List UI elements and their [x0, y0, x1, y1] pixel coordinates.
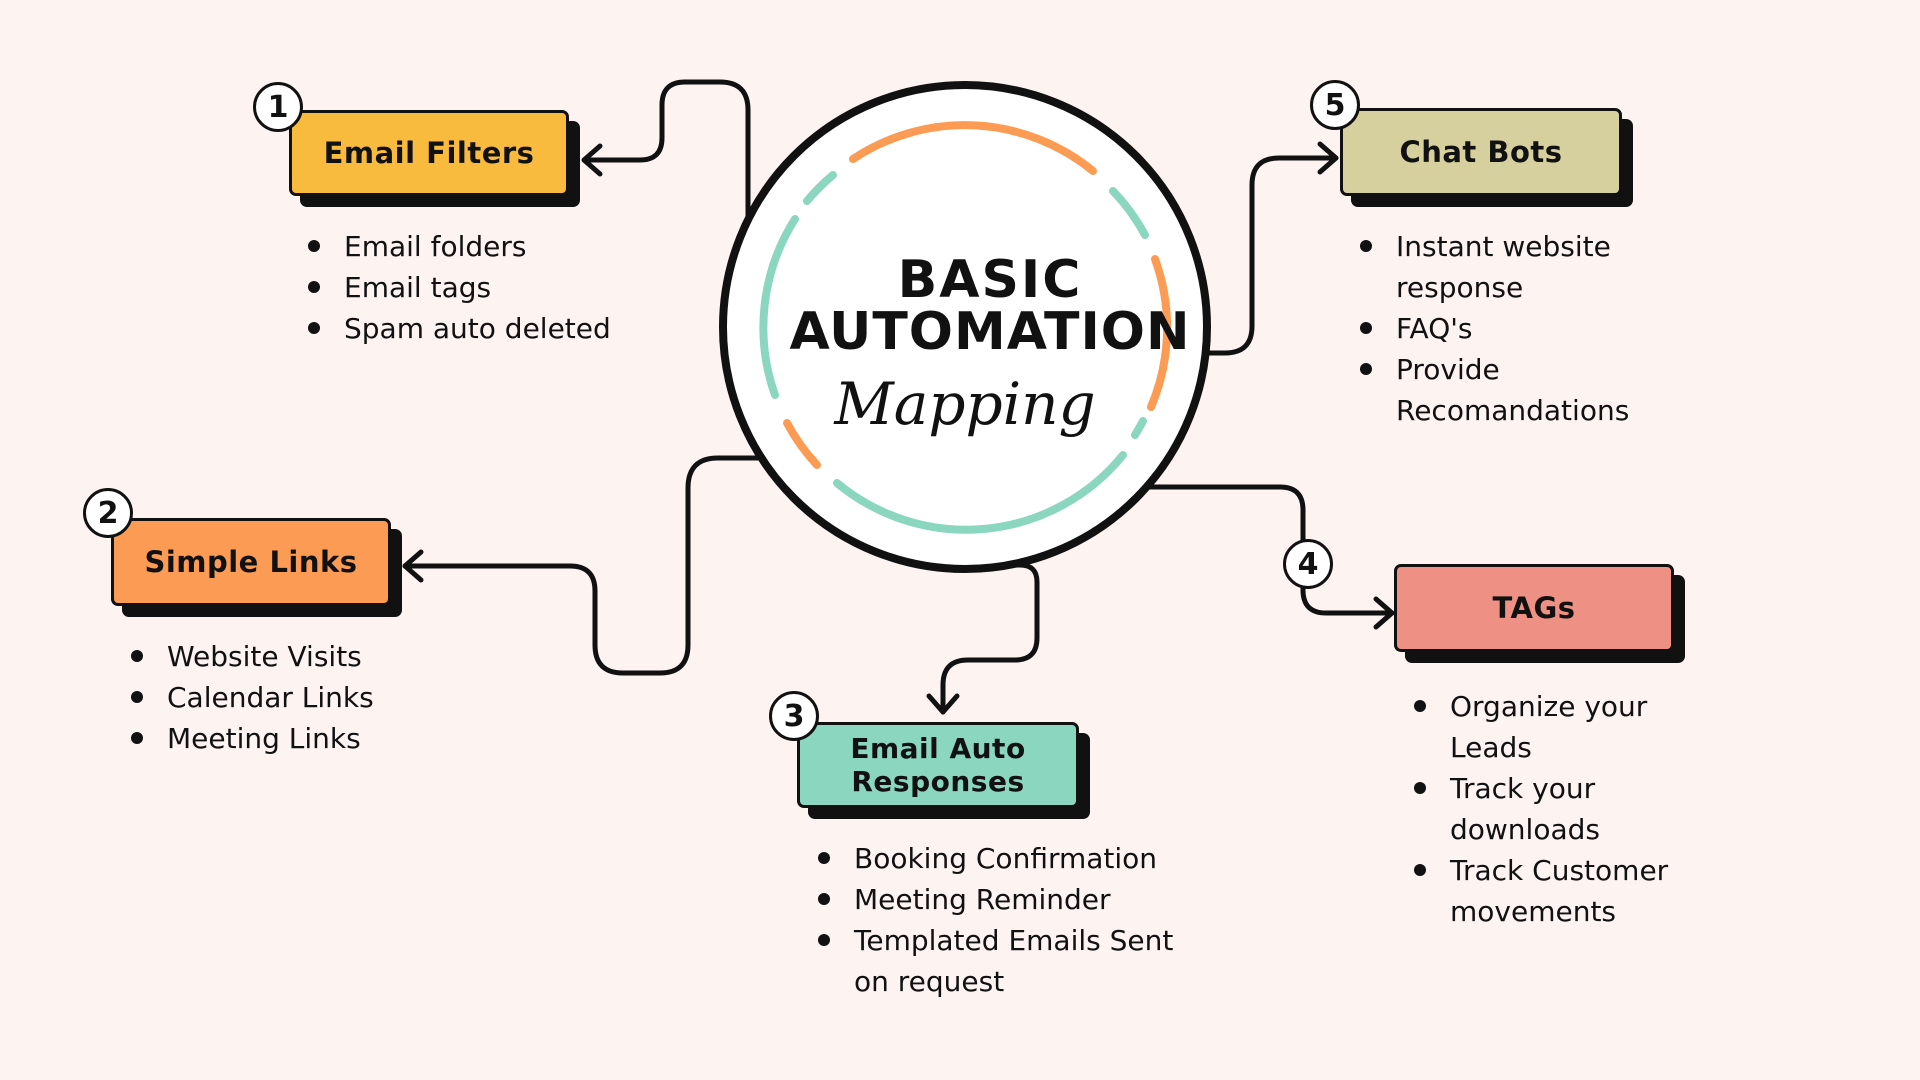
- list-item: Track your downloads: [1414, 768, 1684, 850]
- list-email-filters: Email folders Email tags Spam auto delet…: [308, 226, 708, 349]
- connector-tags: [1122, 484, 1395, 616]
- list-item: Track Customer movements: [1414, 850, 1684, 932]
- node-email-auto-responses-title-line2: Responses: [851, 765, 1025, 798]
- list-email-auto-responses: Booking Confirmation Meeting Reminder Te…: [818, 838, 1178, 1002]
- list-item: Instant website response: [1360, 226, 1650, 308]
- arrowhead-tags: [1373, 596, 1395, 630]
- ring-arc-teal-bottom-right: [1131, 417, 1147, 439]
- node-tags-title: TAGs: [1492, 590, 1576, 625]
- center-circle: [719, 81, 1211, 573]
- node-simple-links: Simple Links: [111, 518, 391, 606]
- node-simple-links-title: Simple Links: [144, 544, 358, 579]
- node-tags: TAGs: [1394, 564, 1674, 652]
- list-item: Email folders: [308, 226, 708, 267]
- ring-arc-teal-top-right: [1109, 187, 1149, 239]
- ring-arc-teal-bottom: [833, 451, 1127, 534]
- ring-arc-orange-top: [849, 121, 1097, 175]
- node-email-auto-responses-title-line1: Email Auto: [850, 731, 1026, 765]
- node-chat-bots-title: Chat Bots: [1399, 134, 1563, 169]
- connector-simple-links: [402, 455, 778, 676]
- badge-number-3: 3: [769, 691, 819, 741]
- node-email-filters: Email Filters: [289, 110, 569, 196]
- list-item: Provide Recomandations: [1360, 349, 1650, 431]
- badge-number-1: 1: [253, 82, 303, 132]
- badge-number-4: 4: [1283, 539, 1333, 589]
- list-item: Organize your Leads: [1414, 686, 1684, 768]
- list-item: Website Visits: [131, 636, 491, 677]
- list-item: Calendar Links: [131, 677, 491, 718]
- ring-arc-teal-left: [759, 215, 799, 399]
- node-chat-bots: Chat Bots: [1340, 108, 1622, 196]
- list-item: FAQ's: [1360, 308, 1650, 349]
- list-item: Meeting Links: [131, 718, 491, 759]
- center-title-line2: AUTOMATION: [789, 302, 1191, 362]
- list-chat-bots: Instant website response FAQ's Provide R…: [1360, 226, 1650, 431]
- ring-arc-orange-bottom-left: [783, 419, 821, 469]
- list-tags: Organize your Leads Track your downloads…: [1414, 686, 1684, 932]
- center-title-line1: BASIC: [897, 250, 1083, 310]
- arrowhead-chat-bots: [1317, 141, 1339, 175]
- list-simple-links: Website Visits Calendar Links Meeting Li…: [131, 636, 491, 759]
- arrowhead-simple-links: [402, 549, 424, 583]
- arrowhead-email-auto-responses: [926, 693, 960, 715]
- badge-number-5: 5: [1310, 80, 1360, 130]
- node-email-auto-responses: Email Auto Responses: [797, 722, 1079, 808]
- ring-arc-orange-right: [1147, 255, 1172, 411]
- badge-number-2: 2: [83, 488, 133, 538]
- list-item: Spam auto deleted: [308, 308, 708, 349]
- arrowhead-email-filters: [581, 143, 603, 177]
- list-item: Templated Emails Sent on request: [818, 920, 1178, 1002]
- ring-arc-teal-top-left: [803, 171, 837, 205]
- list-item: Booking Confirmation: [818, 838, 1178, 879]
- node-email-filters-title: Email Filters: [323, 135, 535, 170]
- connector-chat-bots: [1174, 155, 1339, 356]
- center-subtitle: Mapping: [834, 370, 1096, 438]
- connector-email-auto-responses: [940, 562, 1040, 715]
- list-item: Meeting Reminder: [818, 879, 1178, 920]
- list-item: Email tags: [308, 267, 708, 308]
